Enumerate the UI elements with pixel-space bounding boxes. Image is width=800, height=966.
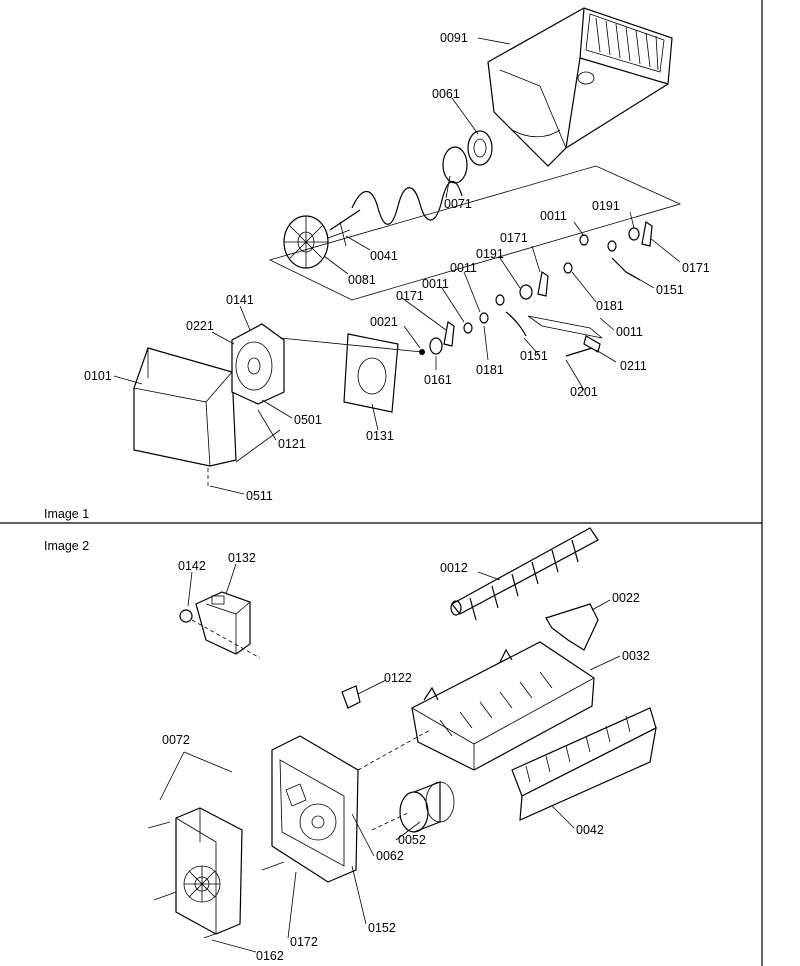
part-label-0181-a: 0181 — [596, 299, 624, 313]
front-module-drawing — [175, 807, 243, 935]
auger-shaft-drawing — [329, 209, 361, 231]
part-label-0021: 0021 — [370, 315, 398, 329]
part-label-0081: 0081 — [348, 273, 376, 287]
assembly-leader-b — [235, 429, 281, 463]
part-label-0151-a: 0151 — [656, 283, 684, 297]
hardware-row-1 — [419, 220, 653, 357]
motor-drawing — [399, 781, 455, 833]
cover-plate-drawing — [511, 707, 657, 821]
auger-assembly-box — [268, 165, 682, 301]
leaders-image-2 — [159, 563, 621, 953]
part-label-0011-c: 0011 — [450, 261, 477, 275]
auger-coil-drawing — [351, 180, 463, 225]
screw-2 — [153, 891, 177, 901]
part-label-0141: 0141 — [226, 293, 254, 307]
part-label-0161: 0161 — [424, 373, 452, 387]
assembly-axis-2 — [371, 811, 411, 831]
ice-bin-drawing — [487, 7, 673, 167]
part-label-0191-a: 0191 — [592, 199, 620, 213]
part-label-0012: 0012 — [440, 561, 468, 575]
part-label-0042: 0042 — [576, 823, 604, 837]
leaders-image-1 — [113, 37, 681, 495]
part-label-0172: 0172 — [290, 935, 318, 949]
part-label-0011-d: 0011 — [422, 277, 449, 291]
part-label-0221: 0221 — [186, 319, 214, 333]
screw-4 — [261, 861, 285, 871]
part-label-0211: 0211 — [620, 359, 647, 373]
panel-title-2: Image 2 — [44, 539, 89, 553]
part-label-0121: 0121 — [278, 437, 306, 451]
part-label-0062: 0062 — [376, 849, 404, 863]
part-label-0091: 0091 — [440, 31, 468, 45]
front-cover-drawing — [133, 347, 237, 467]
part-label-0201: 0201 — [570, 385, 598, 399]
part-label-0171-c: 0171 — [396, 289, 424, 303]
part-label-0072: 0072 — [162, 733, 190, 747]
part-label-0131: 0131 — [366, 429, 394, 443]
part-label-0171-a: 0171 — [500, 231, 528, 245]
part-label-0152: 0152 — [368, 921, 396, 935]
stripper-drawing — [545, 603, 599, 651]
part-label-0511: 0511 — [246, 489, 273, 503]
part-label-0011-b: 0011 — [616, 325, 643, 339]
part-label-0032: 0032 — [622, 649, 650, 663]
clip-drawing — [341, 685, 361, 709]
part-label-0022: 0022 — [612, 591, 640, 605]
panel-title-1: Image 1 — [44, 507, 89, 521]
mounting-plate-drawing — [343, 333, 399, 413]
control-housing-drawing — [271, 735, 359, 883]
part-label-0191-b: 0191 — [476, 247, 504, 261]
retainer-ring-drawing — [442, 146, 468, 184]
part-label-0101: 0101 — [84, 369, 112, 383]
part-label-0061: 0061 — [432, 87, 460, 101]
screw-3 — [203, 929, 227, 939]
part-label-0052: 0052 — [398, 833, 426, 847]
part-label-0181-b: 0181 — [476, 363, 504, 377]
part-label-0501: 0501 — [294, 413, 322, 427]
part-label-0011-a: 0011 — [540, 209, 567, 223]
part-label-0132: 0132 — [228, 551, 256, 565]
assembly-axis-1 — [357, 729, 431, 771]
motor-housing-drawing — [231, 323, 285, 405]
assembly-leader-a — [279, 337, 423, 353]
part-label-0151-b: 0151 — [520, 349, 548, 363]
ice-mold-drawing — [411, 641, 595, 771]
switch-bracket-drawing — [179, 591, 261, 659]
part-label-0171-b: 0171 — [682, 261, 710, 275]
part-label-0071: 0071 — [444, 197, 472, 211]
screw-1 — [147, 821, 171, 829]
flange-drawing — [467, 130, 493, 166]
auger-cam-drawing — [283, 215, 351, 269]
part-label-0041: 0041 — [370, 249, 398, 263]
part-label-0162: 0162 — [256, 949, 284, 963]
ejector-drawing — [450, 527, 599, 621]
part-label-0122: 0122 — [384, 671, 412, 685]
part-label-0142: 0142 — [178, 559, 206, 573]
